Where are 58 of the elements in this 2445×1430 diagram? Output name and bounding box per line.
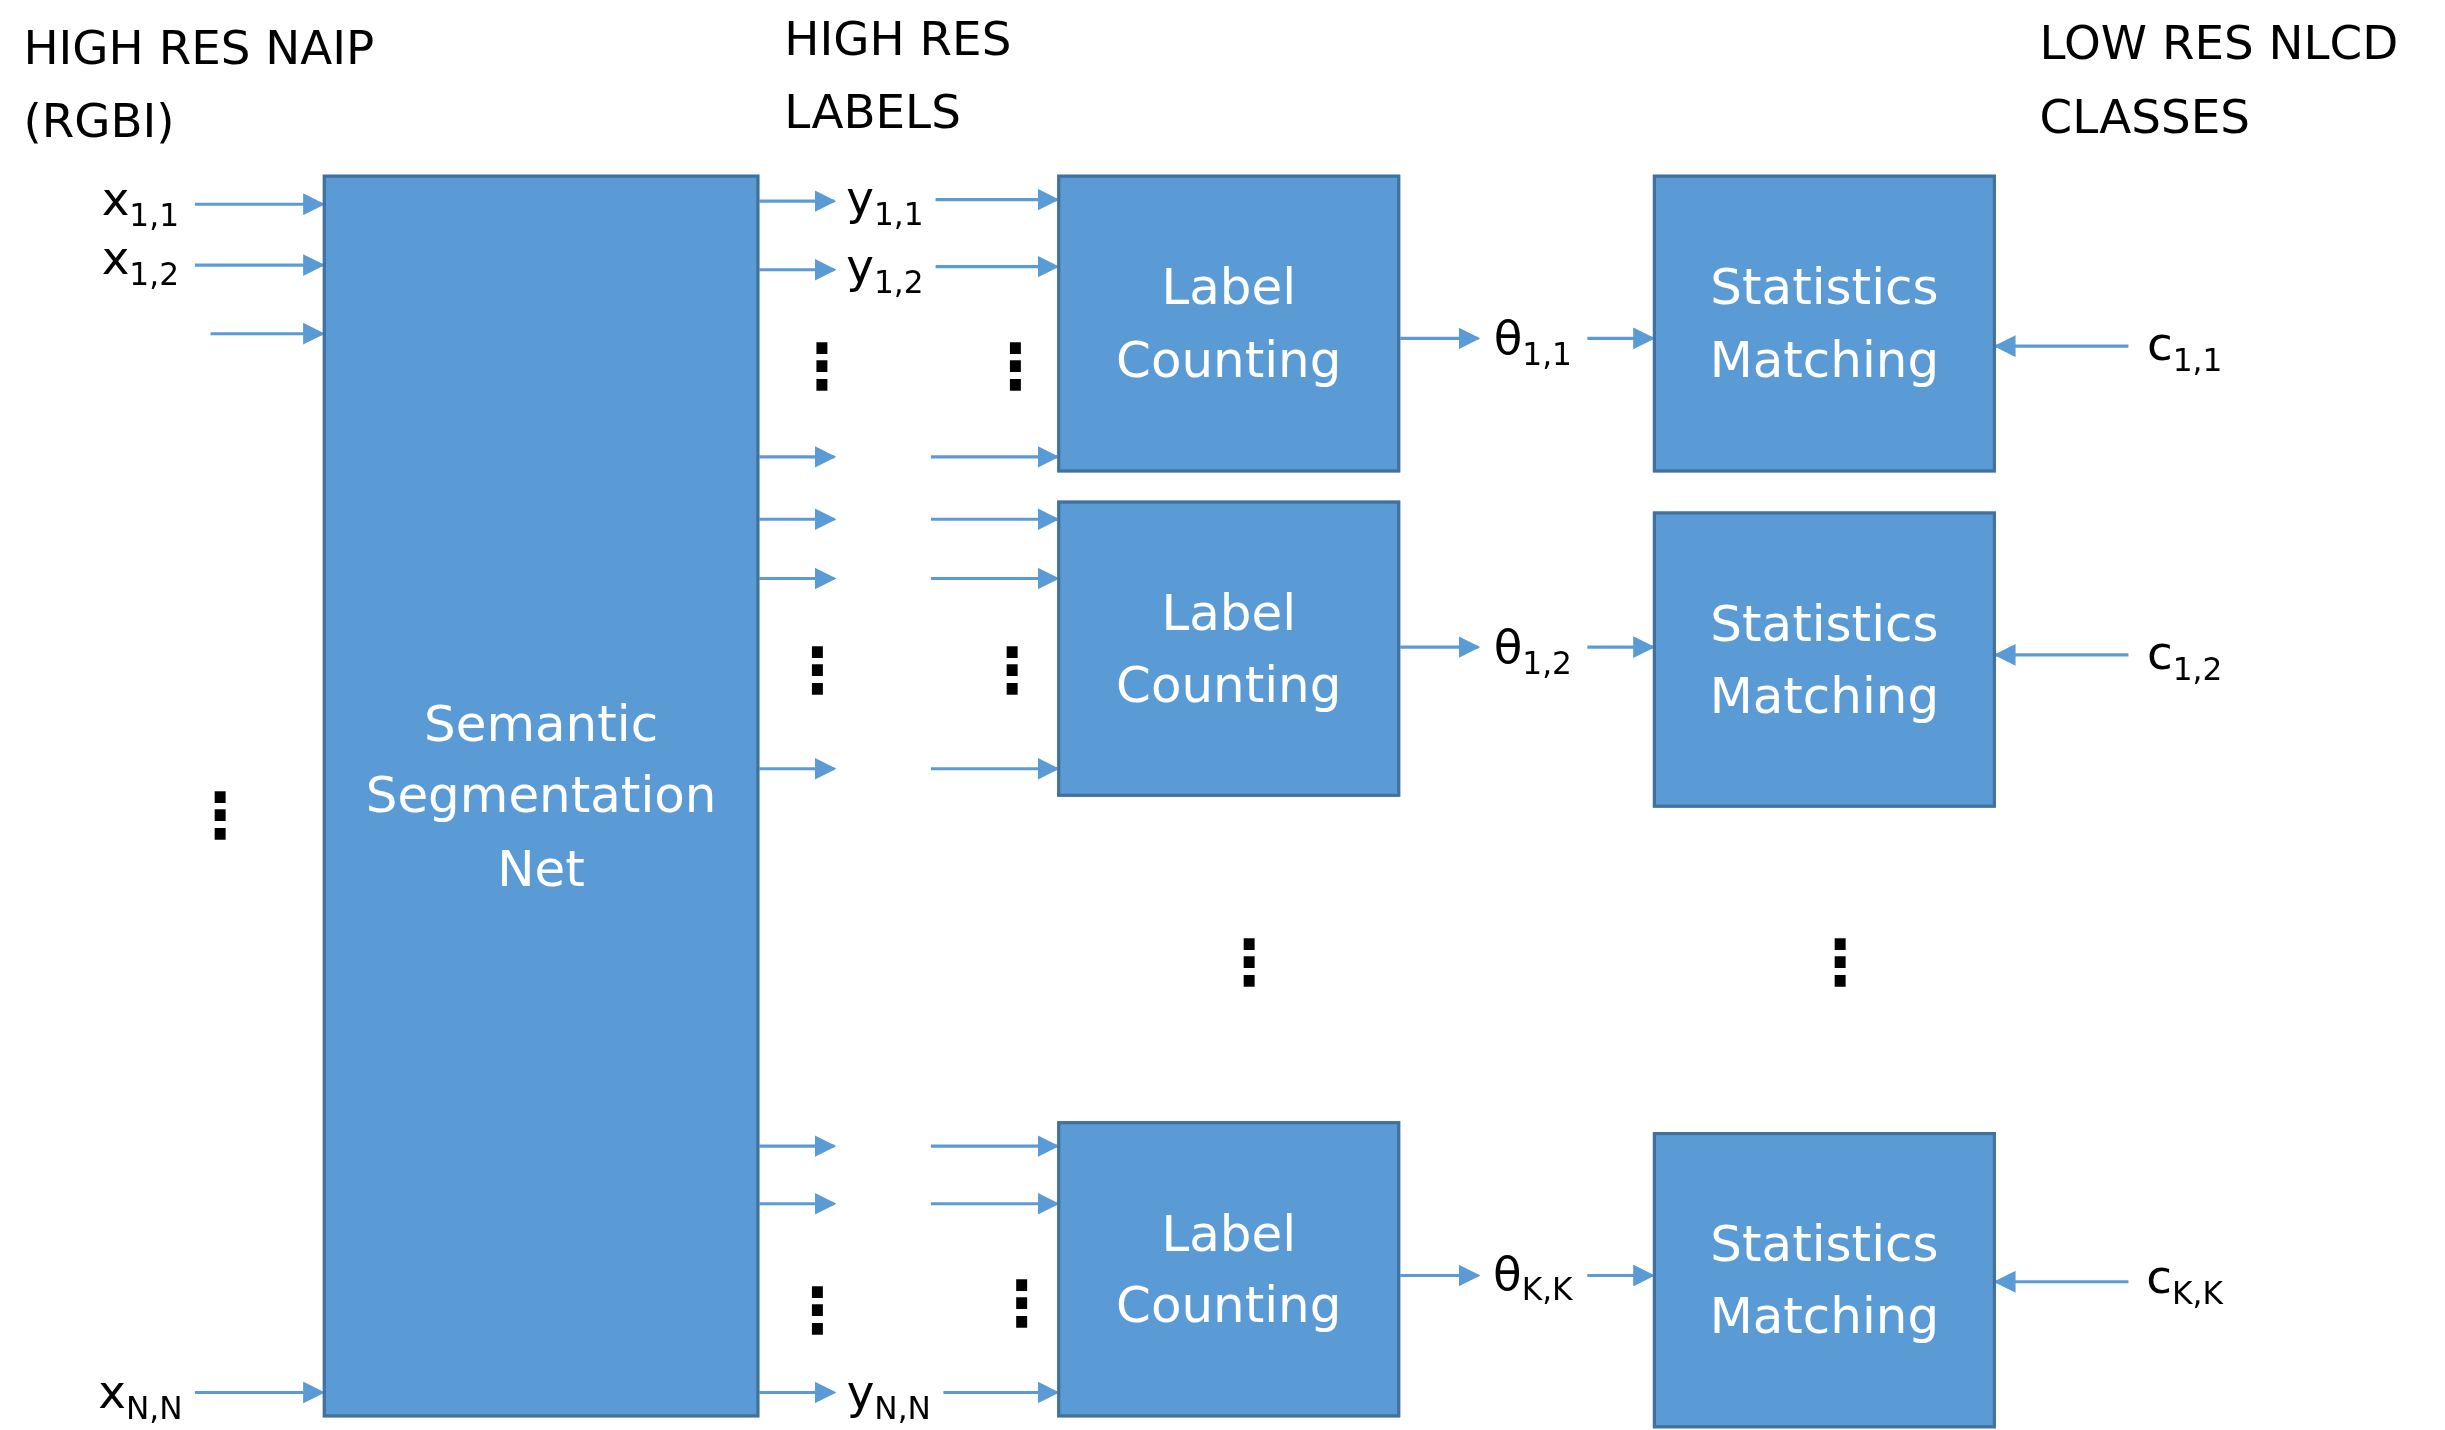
arrow (1400, 1264, 1481, 1287)
arrow (1400, 327, 1481, 350)
arrow (1400, 636, 1481, 658)
process-box: Statistics Matching (1652, 1132, 1996, 1429)
arrow (759, 567, 837, 590)
arrow (759, 1135, 837, 1157)
arrow (935, 255, 1060, 278)
vertical-ellipsis: ⋮ (188, 784, 252, 847)
vertical-ellipsis: ⋮ (983, 335, 1047, 398)
vertical-ellipsis: ⋮ (1217, 930, 1281, 994)
variable-label: y$_{1,1}$ (834, 168, 936, 234)
arrow (930, 1135, 1060, 1157)
vertical-ellipsis: ⋮ (785, 1278, 849, 1341)
arrow (1993, 335, 2129, 358)
process-box: Statistics Matching (1652, 174, 1996, 473)
arrow (210, 322, 325, 345)
vertical-ellipsis: ⋮ (990, 1272, 1053, 1335)
arrow (759, 190, 837, 213)
arrow (930, 445, 1060, 468)
variable-label: θ$_{1,2}$ (1478, 612, 1588, 688)
variable-label: c$_{1,2}$ (2128, 623, 2241, 690)
arrow (759, 1192, 837, 1215)
arrow (935, 188, 1060, 211)
vertical-ellipsis: ⋮ (785, 639, 849, 702)
arrow (759, 1381, 837, 1404)
arrow (1993, 1270, 2129, 1293)
vertical-ellipsis: ⋮ (1808, 930, 1872, 994)
arrow (759, 445, 837, 468)
process-box: Semantic Segmentation Net (322, 174, 760, 1418)
process-box: Statistics Matching (1652, 511, 1996, 808)
variable-label: θ$_{1,1}$ (1478, 304, 1588, 379)
process-box: Label Counting (1057, 500, 1401, 797)
arrow (930, 508, 1060, 531)
variable-label: θ$_{K,K}$ (1478, 1239, 1588, 1315)
arrow (194, 1381, 325, 1404)
arrow (1993, 644, 2129, 666)
column-heading: LOW RES NLCD CLASSES (2039, 14, 2400, 145)
process-box: Label Counting (1057, 174, 1401, 473)
variable-label: y$_{1,2}$ (834, 237, 936, 303)
arrow (930, 567, 1060, 590)
process-box: Label Counting (1057, 1121, 1401, 1418)
arrow (943, 1381, 1060, 1404)
arrow (930, 757, 1060, 780)
vertical-ellipsis: ⋮ (980, 639, 1044, 702)
arrow (759, 757, 837, 780)
vertical-ellipsis: ⋮ (790, 335, 853, 398)
variable-label: x$_{1,1}$ (85, 174, 195, 231)
variable-label: x$_{N,N}$ (85, 1362, 195, 1429)
arrow (930, 1192, 1060, 1215)
variable-label: y$_{N,N}$ (834, 1362, 944, 1429)
arrow (194, 193, 325, 216)
variable-label: x$_{1,2}$ (85, 233, 195, 291)
variable-label: c$_{K,K}$ (2128, 1247, 2241, 1313)
arrow (759, 508, 837, 531)
arrow (759, 258, 837, 281)
column-heading: HIGH RES NAIP (RGBI) (23, 19, 376, 150)
arrow (194, 254, 325, 276)
variable-label: c$_{1,1}$ (2128, 315, 2241, 381)
